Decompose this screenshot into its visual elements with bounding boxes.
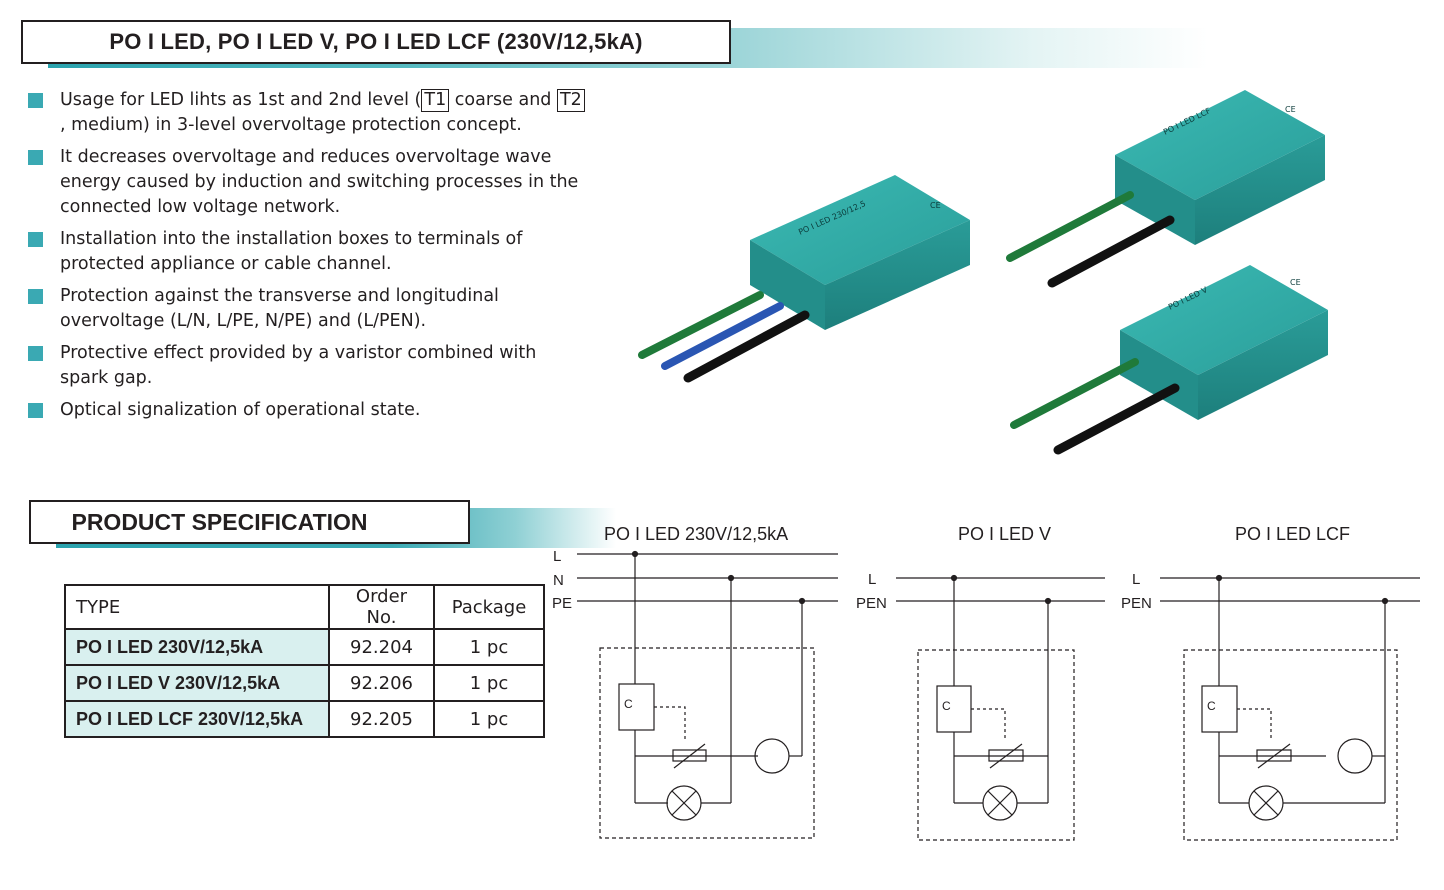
spec-title-box: PRODUCT SPECIFICATION (29, 500, 470, 544)
page-title-box: PO I LED, PO I LED V, PO I LED LCF (230V… (21, 20, 731, 64)
device-po-i-led-v: PO I LED V CE (1010, 265, 1328, 455)
cell-type: PO I LED V 230V/12,5kA (64, 664, 330, 702)
line-label-l: L (553, 548, 561, 565)
spec-table: TYPE Order No. Package PO I LED 230V/12,… (64, 584, 545, 738)
ce-mark: CE (930, 201, 941, 210)
line-label-n: N (553, 572, 564, 589)
t1-badge: T1 (421, 89, 450, 112)
line-label-l: L (868, 571, 876, 588)
list-item: It decreases overvoltage and reduces ove… (28, 145, 588, 220)
wiring-schematics: PO I LED 230V/12,5kA L N PE C PO I LED V… (552, 524, 1420, 841)
product-illustration: PO I LED 230/12,5 CE PO I LED LCF CE PO … (638, 90, 1328, 455)
table-header-row: TYPE Order No. Package (64, 584, 545, 630)
svg-text:C: C (624, 697, 633, 711)
bullet-square-icon (28, 289, 43, 304)
col-package-header: Package (433, 584, 545, 630)
cell-package: 1 pc (433, 700, 545, 738)
cell-package: 1 pc (433, 664, 545, 702)
col-order-header: Order No. (328, 584, 435, 630)
schematic-po-i-led-v: PO I LED V L PEN C (856, 524, 1105, 841)
bullet-square-icon (28, 232, 43, 247)
col-type-header: TYPE (64, 584, 330, 630)
list-item: Installation into the installation boxes… (28, 227, 588, 277)
cell-package: 1 pc (433, 628, 545, 666)
page-title: PO I LED, PO I LED V, PO I LED LCF (230V… (109, 29, 643, 54)
table-row: PO I LED V 230V/12,5kA 92.206 1 pc (64, 664, 545, 702)
cell-order: 92.204 (328, 628, 435, 666)
device-po-i-led-lcf: PO I LED LCF CE (1006, 90, 1325, 288)
schematic-po-i-led-lcf: PO I LED LCF L PEN C (1121, 524, 1420, 841)
list-item: Optical signalization of operational sta… (28, 398, 588, 423)
line-label-l: L (1132, 571, 1140, 588)
bullet-square-icon (28, 403, 43, 418)
table-row: PO I LED LCF 230V/12,5kA 92.205 1 pc (64, 700, 545, 738)
line-label-pen: PEN (1121, 595, 1152, 612)
spec-title: PRODUCT SPECIFICATION (71, 508, 368, 535)
svg-text:C: C (942, 699, 951, 713)
feature-list: Usage for LED lihts as 1st and 2nd level… (28, 88, 588, 430)
schematic-title: PO I LED V (958, 524, 1051, 544)
bullet-square-icon (28, 346, 43, 361)
svg-text:C: C (1207, 699, 1216, 713)
cell-order: 92.206 (328, 664, 435, 702)
list-item: Protection against the transverse and lo… (28, 284, 588, 334)
list-item: Usage for LED lihts as 1st and 2nd level… (28, 88, 588, 138)
schematic-title: PO I LED 230V/12,5kA (604, 524, 788, 544)
list-item: Protective effect provided by a varistor… (28, 341, 588, 391)
cell-type: PO I LED 230V/12,5kA (64, 628, 330, 666)
line-label-pen: PEN (856, 595, 887, 612)
t2-badge: T2 (556, 89, 585, 112)
bullet-square-icon (28, 93, 43, 108)
bullet-square-icon (28, 150, 43, 165)
line-label-pe: PE (552, 595, 572, 612)
device-po-i-led: PO I LED 230/12,5 CE (638, 175, 970, 383)
table-row: PO I LED 230V/12,5kA 92.204 1 pc (64, 628, 545, 666)
cell-order: 92.205 (328, 700, 435, 738)
ce-mark: CE (1290, 278, 1301, 287)
ce-mark: CE (1285, 105, 1296, 114)
schematic-po-i-led: PO I LED 230V/12,5kA L N PE C (552, 524, 838, 839)
schematic-title: PO I LED LCF (1235, 524, 1350, 544)
cell-type: PO I LED LCF 230V/12,5kA (64, 700, 330, 738)
